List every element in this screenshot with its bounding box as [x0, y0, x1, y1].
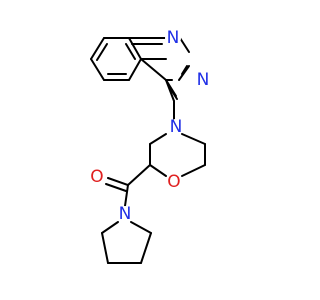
bond [90, 37, 105, 60]
double-bond-inner [125, 43, 136, 60]
atom-label-morpholine-n: N [170, 117, 183, 137]
structure-drawing: N N N O O N [89, 28, 211, 264]
double-bond-inner [181, 65, 188, 75]
molecule-canvas: N N N O O N [89, 28, 211, 264]
atom-label-ring-oxygen: O [167, 172, 180, 192]
bond [181, 133, 206, 145]
atom-label-n1: N [167, 28, 180, 48]
atom-label-n3: N [197, 70, 210, 90]
atom-morpholine-n: N [168, 117, 184, 137]
double-bond-inner [96, 43, 108, 61]
bond [149, 164, 167, 177]
bond [149, 133, 167, 145]
atom-n3: N [195, 70, 211, 90]
bond [124, 184, 129, 207]
bond [127, 164, 151, 186]
atom-ring-oxygen: O [166, 172, 182, 192]
bond [178, 65, 190, 81]
bond [101, 221, 119, 234]
bond [179, 37, 190, 53]
atom-label-carbonyl-oxygen: O [90, 167, 103, 187]
atom-label-pyrrolidine-n: N [119, 204, 132, 224]
atom-carbonyl-oxygen: O [89, 167, 105, 187]
bond [140, 58, 167, 81]
carbonyl-bond [107, 177, 129, 186]
benzene-ring [90, 37, 142, 81]
atom-pyrrolidine-n: N [117, 204, 133, 224]
atom-n1: N [165, 28, 181, 48]
double-bond-inner [169, 87, 178, 100]
bond-c4-n [165, 79, 175, 102]
morpholine-ring [149, 133, 206, 177]
bond [128, 37, 142, 60]
bond [90, 58, 105, 81]
pyrrolidine-ring [101, 221, 152, 264]
bond [130, 221, 152, 234]
pyrimidine-ring [128, 37, 190, 100]
bond [181, 164, 206, 177]
bond [140, 232, 152, 264]
bond [101, 232, 109, 264]
amide-group [105, 164, 151, 207]
carbonyl-bond-double [105, 183, 127, 192]
bond [128, 58, 142, 81]
